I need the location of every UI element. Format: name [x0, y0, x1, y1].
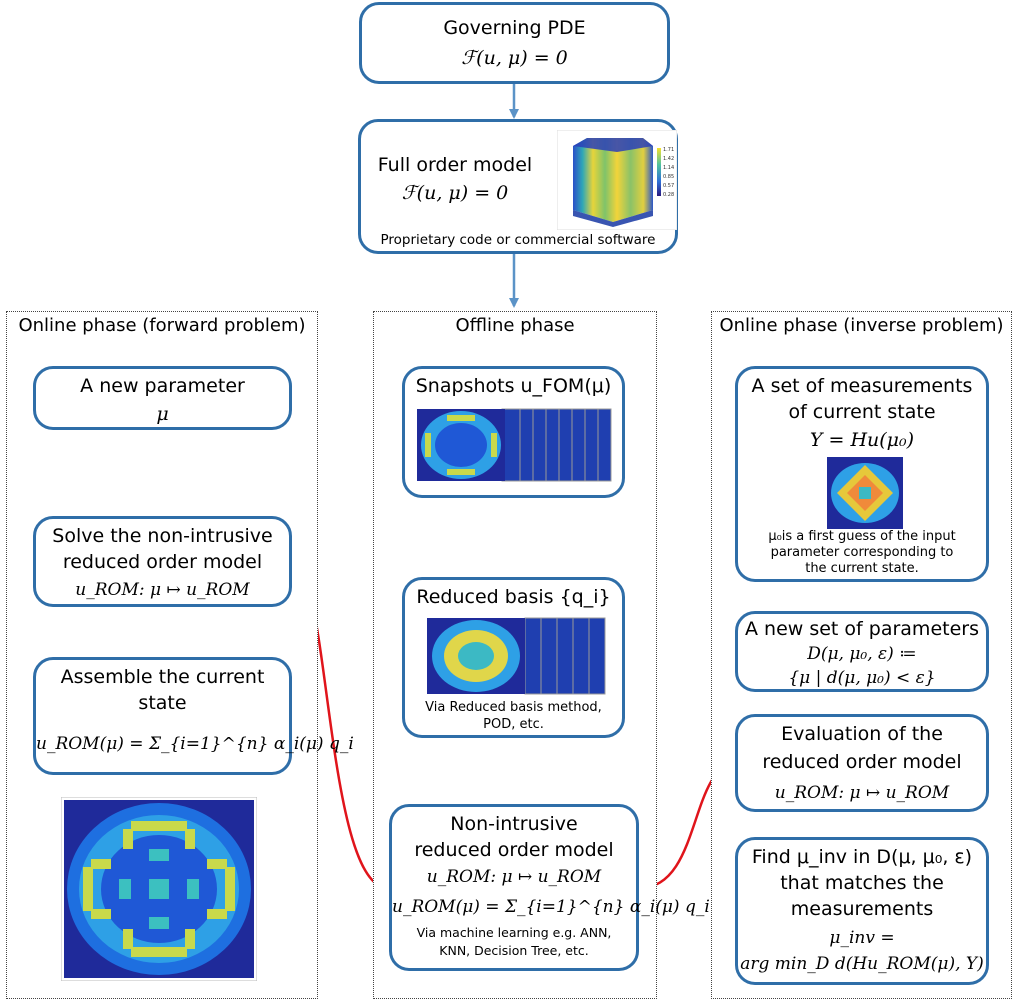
- find-mu-inv-box: Find μ_inv in D(μ, μ₀, ε) that matches t…: [735, 837, 989, 985]
- nirom-line2: reduced order model: [414, 839, 614, 861]
- pde-equation: ℱ(u, μ) = 0: [461, 47, 568, 69]
- nirom-line1: Non-intrusive: [450, 813, 578, 835]
- pde-title: Governing PDE: [443, 17, 586, 39]
- measurements-box: A set of measurements of current state Y…: [735, 366, 989, 582]
- measurements-line2: of current state: [788, 401, 936, 423]
- new-parameter-label: A new parameter: [80, 375, 245, 397]
- fom-3d-field-plot: 1.71 1.42 1.14 0.85 0.57 0.28: [557, 130, 677, 230]
- offline-phase-title: Offline phase: [455, 315, 575, 336]
- measurements-heatmap: [827, 457, 903, 529]
- assemble-formula: u_ROM(μ) = Σ_{i=1}^{n} α_i(μ) q_i: [36, 734, 354, 754]
- reduced-basis-image-stack: [427, 617, 606, 695]
- colorbar-tick-5: 0.28: [663, 192, 674, 198]
- evaluation-map: u_ROM: μ ↦ u_ROM: [774, 783, 950, 803]
- nirom-map: u_ROM: μ ↦ u_ROM: [426, 867, 602, 887]
- reduced-basis-box: Reduced basis {q_i} Via Reduced basis me…: [402, 577, 625, 738]
- nirom-box: Non-intrusive reduced order model u_ROM:…: [389, 804, 710, 971]
- inverse-phase-title: Online phase (inverse problem): [719, 315, 1004, 336]
- reconstructed-state-heatmap: [61, 797, 257, 981]
- forward-phase-title: Online phase (forward problem): [18, 315, 306, 336]
- solve-nirom-map: u_ROM: μ ↦ u_ROM: [75, 580, 250, 600]
- measurements-note1: μ₀is a first guess of the input: [768, 529, 956, 544]
- new-parameter-set-box: A new set of parameters D(μ, μ₀, ε) ≔ {μ…: [735, 611, 989, 692]
- param-set-line2: D(μ, μ₀, ε) ≔: [807, 644, 917, 664]
- find-line5: arg min_D d(Hu_ROM(μ), Y): [740, 954, 984, 974]
- reduced-basis-note1: Via Reduced basis method,: [425, 700, 602, 715]
- param-set-line3: {μ | d(μ, μ₀) < ε}: [788, 668, 936, 688]
- measurements-note2: parameter corresponding to: [770, 545, 954, 560]
- find-line4: μ_inv =: [829, 928, 895, 948]
- assemble-line1: Assemble the current: [60, 666, 265, 688]
- governing-pde-box: Governing PDE ℱ(u, μ) = 0: [359, 2, 670, 84]
- assemble-line2: state: [138, 692, 187, 714]
- snapshots-image-stack: [417, 408, 612, 482]
- find-line1: Find μ_inv in D(μ, μ₀, ε): [751, 846, 973, 868]
- solve-nirom-line1: Solve the non-intrusive: [52, 525, 273, 547]
- colorbar-tick-2: 1.14: [663, 165, 674, 171]
- evaluation-line2: reduced order model: [762, 751, 962, 773]
- reduced-basis-note2: POD, etc.: [483, 717, 544, 732]
- reduced-basis-title: Reduced basis {q_i}: [416, 586, 611, 608]
- measurements-equation: Y = Hu(μ₀): [809, 429, 915, 451]
- new-parameter-symbol: μ: [156, 403, 169, 425]
- solve-nirom-box: Solve the non-intrusive reduced order mo…: [33, 516, 292, 607]
- param-set-line1: A new set of parameters: [745, 618, 979, 640]
- colorbar-tick-4: 0.57: [663, 183, 674, 189]
- evaluation-line1: Evaluation of the: [781, 723, 943, 745]
- colorbar-tick-1: 1.42: [663, 156, 674, 162]
- nirom-formula: u_ROM(μ) = Σ_{i=1}^{n} α_i(μ) q_i: [392, 897, 710, 917]
- measurements-note3: the current state.: [805, 561, 919, 576]
- measurements-line1: A set of measurements: [751, 375, 973, 397]
- fom-equation: ℱ(u, μ) = 0: [401, 182, 509, 204]
- nirom-note2: KNN, Decision Tree, etc.: [439, 943, 589, 958]
- fom-note: Proprietary code or commercial software: [380, 232, 656, 248]
- full-order-model-box: Full order model ℱ(u, μ) = 0 Proprietary…: [358, 119, 678, 254]
- find-line3: measurements: [790, 898, 934, 920]
- solve-nirom-line2: reduced order model: [62, 551, 263, 573]
- nirom-note1: Via machine learning e.g. ANN,: [416, 925, 612, 940]
- evaluation-box: Evaluation of the reduced order model u_…: [735, 714, 989, 812]
- assemble-state-box: Assemble the current state u_ROM(μ) = Σ_…: [33, 657, 354, 775]
- fom-title: Full order model: [377, 154, 533, 176]
- new-parameter-box: A new parameter μ: [33, 366, 292, 430]
- find-line2: that matches the: [780, 872, 944, 894]
- snapshots-box: Snapshots u_FOM(μ): [402, 366, 625, 498]
- colorbar-tick-0: 1.71: [663, 147, 674, 153]
- colorbar-tick-3: 0.85: [663, 174, 674, 180]
- snapshots-title: Snapshots u_FOM(μ): [415, 375, 612, 397]
